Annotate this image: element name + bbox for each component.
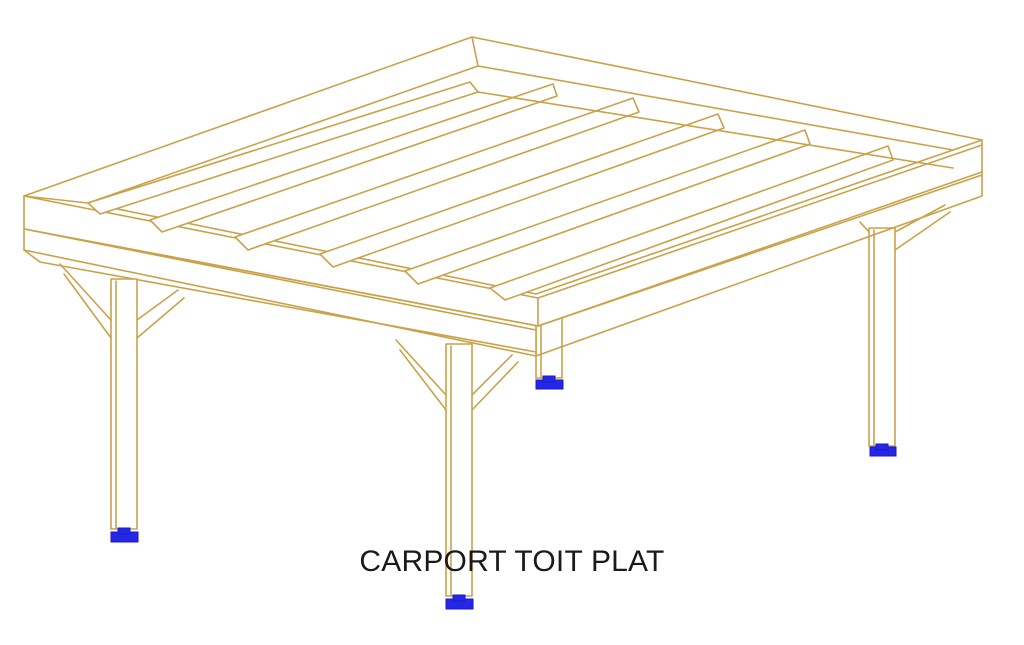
roof-frame (23, 36, 983, 357)
roof-joists (87, 81, 954, 301)
diagram-caption: CARPORT TOIT PLAT (359, 545, 665, 578)
post-front-center (395, 339, 519, 597)
post-front-left (59, 263, 185, 530)
post-back-right (859, 204, 951, 447)
